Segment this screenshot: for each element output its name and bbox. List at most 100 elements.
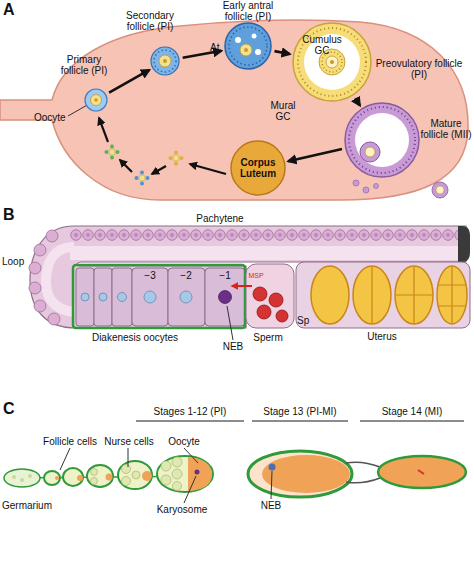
leader-line (68, 104, 89, 116)
primordial-cluster (180, 156, 184, 160)
cycle-arrow (99, 118, 226, 174)
gonad-arm (30, 226, 466, 328)
part-label: Germarium (2, 500, 62, 511)
primordial-cluster (135, 171, 150, 186)
oocyte-cells (205, 268, 245, 326)
loop-cells (29, 282, 41, 294)
oocyte (55, 457, 212, 491)
ovulated-cells (432, 182, 448, 198)
oocyte (77, 475, 83, 481)
primordial-cluster (109, 149, 115, 155)
primordial-cluster (116, 150, 120, 154)
node-label: Early antral follicle (PI) (208, 0, 288, 22)
primordial-cluster (169, 151, 184, 166)
ovulated-cells (374, 184, 379, 189)
part-label: Sp (297, 315, 313, 326)
follicle-node: Mature follicle (MII) (344, 102, 420, 178)
part-label: Loop (2, 256, 30, 267)
protein-label: MSP (244, 271, 268, 280)
follicle-node: Primary follicle (PI) (84, 88, 108, 112)
loop-cells (29, 262, 41, 274)
gonad-arm (46, 247, 74, 312)
nurse-cell (161, 461, 171, 471)
spermatheca (269, 293, 283, 307)
flow-arrow (355, 98, 360, 105)
node-label: Corpus Luteum (230, 157, 286, 179)
nurse-cell (91, 469, 98, 476)
part-label: Uterus (352, 331, 412, 342)
sheath-outline (73, 265, 245, 328)
primordial-cluster (174, 162, 178, 166)
part-label: Oocyte (34, 112, 74, 123)
ovary (0, 20, 468, 200)
oocyte-cells (76, 268, 245, 326)
stage14-egg (346, 456, 466, 488)
gonad-arm (70, 246, 458, 260)
leader-line (128, 448, 129, 467)
nurse-cell (122, 465, 131, 474)
oocyte-nucleus (118, 293, 127, 302)
oocyte-nucleus (81, 293, 89, 301)
stage-underline (252, 420, 348, 422)
nurse-cell (122, 477, 131, 486)
egg-chamber (118, 461, 152, 489)
oocyte (55, 476, 59, 480)
oocyte-cells (168, 268, 205, 326)
primordial-cluster (105, 145, 120, 160)
karyosome-dot (195, 470, 200, 475)
callout-number: −2 (176, 270, 196, 281)
nurse-cell (172, 457, 182, 467)
gonad-arm (30, 226, 470, 328)
primordial-cluster (135, 176, 139, 180)
leader-line (271, 471, 272, 499)
ovary (0, 20, 468, 200)
loop-cells (48, 313, 60, 325)
loop-cells (29, 230, 60, 325)
egg-chamber (87, 465, 113, 487)
msp-arrow (232, 285, 252, 287)
stage13-egg (262, 455, 350, 493)
oocyte (142, 471, 152, 481)
stage13-egg (269, 464, 276, 471)
germarium (4, 469, 40, 487)
oocyte-cells (76, 268, 94, 326)
primordial-cluster (105, 150, 109, 154)
oocyte-nucleus (81, 291, 232, 304)
oocyte-cells (112, 268, 132, 326)
primary-follicle-shape (84, 88, 108, 112)
leader-line (68, 104, 89, 116)
germarium (20, 478, 24, 482)
nurse-cell (172, 469, 182, 479)
primordial-cluster (140, 171, 144, 175)
corpus-luteum-node: Corpus Luteum (230, 140, 286, 196)
germarium (28, 474, 32, 478)
primordial-cluster (173, 155, 179, 161)
cycle-arrow (152, 166, 166, 174)
panel-letter: B (3, 206, 23, 224)
stage-underline (136, 420, 464, 422)
part-label: NEB (256, 500, 286, 511)
stage14-egg (418, 470, 424, 474)
follicle-node: Secondary follicle (PI) (150, 46, 180, 76)
ovulated-cells (363, 187, 369, 193)
callout-number: −3 (140, 270, 160, 281)
loop-cells (46, 230, 58, 242)
oocyte-cells (132, 268, 168, 326)
flow-arrow (288, 149, 342, 161)
stage14-egg (378, 456, 466, 488)
mature-follicle-shape (344, 102, 420, 178)
primordial-cluster (139, 175, 145, 181)
node-label: Mural GC (268, 100, 298, 122)
stage-underline (360, 420, 464, 422)
stage-header: Stage 13 (PI-MI) (250, 406, 350, 417)
spermatheca (257, 305, 271, 319)
leader-line (184, 448, 198, 463)
callout-number: −1 (215, 270, 235, 281)
stage13-egg (248, 451, 352, 497)
oocyte-nucleus (180, 291, 192, 303)
antral-follicle-shape (224, 22, 272, 70)
oocyte-nucleus (144, 291, 156, 303)
part-label: Sperm (248, 332, 288, 343)
